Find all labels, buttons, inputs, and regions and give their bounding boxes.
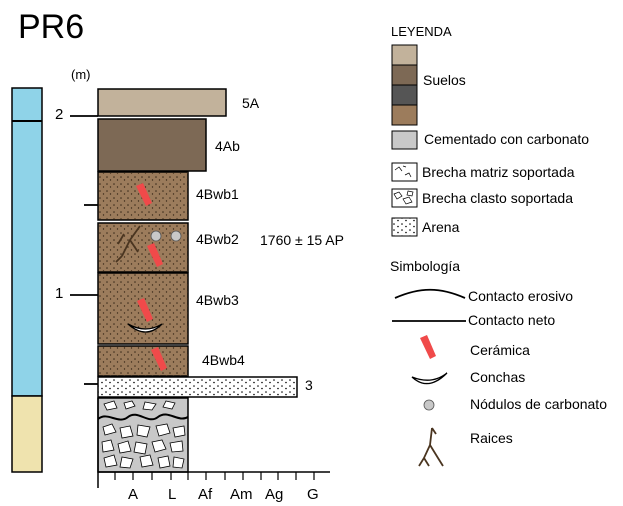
layer-label-4Bwb2: 4Bwb2 <box>196 231 239 247</box>
texture-axis-ticks <box>114 472 315 480</box>
legend-erosive-contact: Contacto erosivo <box>468 288 574 304</box>
ceramic-icon-4Bwb1 <box>136 183 152 206</box>
texture-label-Af: Af <box>198 486 213 503</box>
legend-raices: Raices <box>470 430 513 446</box>
ceramic-icon-4Bwb3 <box>137 298 153 322</box>
layer-label-3: 3 <box>305 377 313 393</box>
legend-brecha-matriz: Brecha matriz soportada <box>422 164 575 180</box>
brecha-clasts <box>101 400 186 469</box>
legend-ceramica: Cerámica <box>470 342 530 358</box>
texture-label-G: G <box>307 486 319 503</box>
depth-units: (m) <box>71 67 91 82</box>
layer-4Ab <box>97 118 207 172</box>
ceramic-icon-4Bwb4 <box>151 347 167 371</box>
layer-label-5A: 5A <box>242 95 260 111</box>
erosive-contact-in-column <box>97 413 189 421</box>
texture-label-Am: Am <box>230 486 253 503</box>
legend-conchas: Conchas <box>470 369 526 385</box>
nodule-icon-2 <box>170 230 182 242</box>
layer-5A <box>97 88 227 117</box>
layer-label-4Ab: 4Ab <box>215 138 240 154</box>
layer-label-4Bwb4: 4Bwb4 <box>202 352 245 368</box>
side-bar-yellow <box>11 395 43 473</box>
page-title: PR6 <box>18 8 85 46</box>
texture-label-A: A <box>128 486 139 503</box>
texture-label-L: L <box>168 486 177 503</box>
depth-label-2: 2 <box>55 106 64 123</box>
roots-icon-column <box>115 225 141 263</box>
legend-nodulos: Nódulos de carbonato <box>470 396 607 412</box>
shell-icon-column <box>127 323 163 333</box>
radiocarbon-date: 1760 ± 15 AP <box>260 232 344 248</box>
depth-label-1: 1 <box>55 285 64 302</box>
legend-arena: Arena <box>422 219 460 235</box>
texture-label-Ag: Ag <box>265 486 284 503</box>
nodule-icon-1 <box>150 230 162 242</box>
legend-title: LEYENDA <box>391 24 452 39</box>
legend-brecha-clasto: Brecha clasto soportada <box>422 190 573 206</box>
legend-cemented: Cementado con carbonato <box>424 131 589 147</box>
side-bar-blue <box>11 87 43 397</box>
layer-label-4Bwb3: 4Bwb3 <box>196 292 239 308</box>
layer-label-4Bwb1: 4Bwb1 <box>196 186 239 202</box>
legend-net-contact: Contacto neto <box>468 312 556 328</box>
ceramic-icon-4Bwb2 <box>147 243 163 267</box>
legend-suelos: Suelos <box>423 72 466 88</box>
legend-symbology-title: Simbología <box>390 258 461 274</box>
